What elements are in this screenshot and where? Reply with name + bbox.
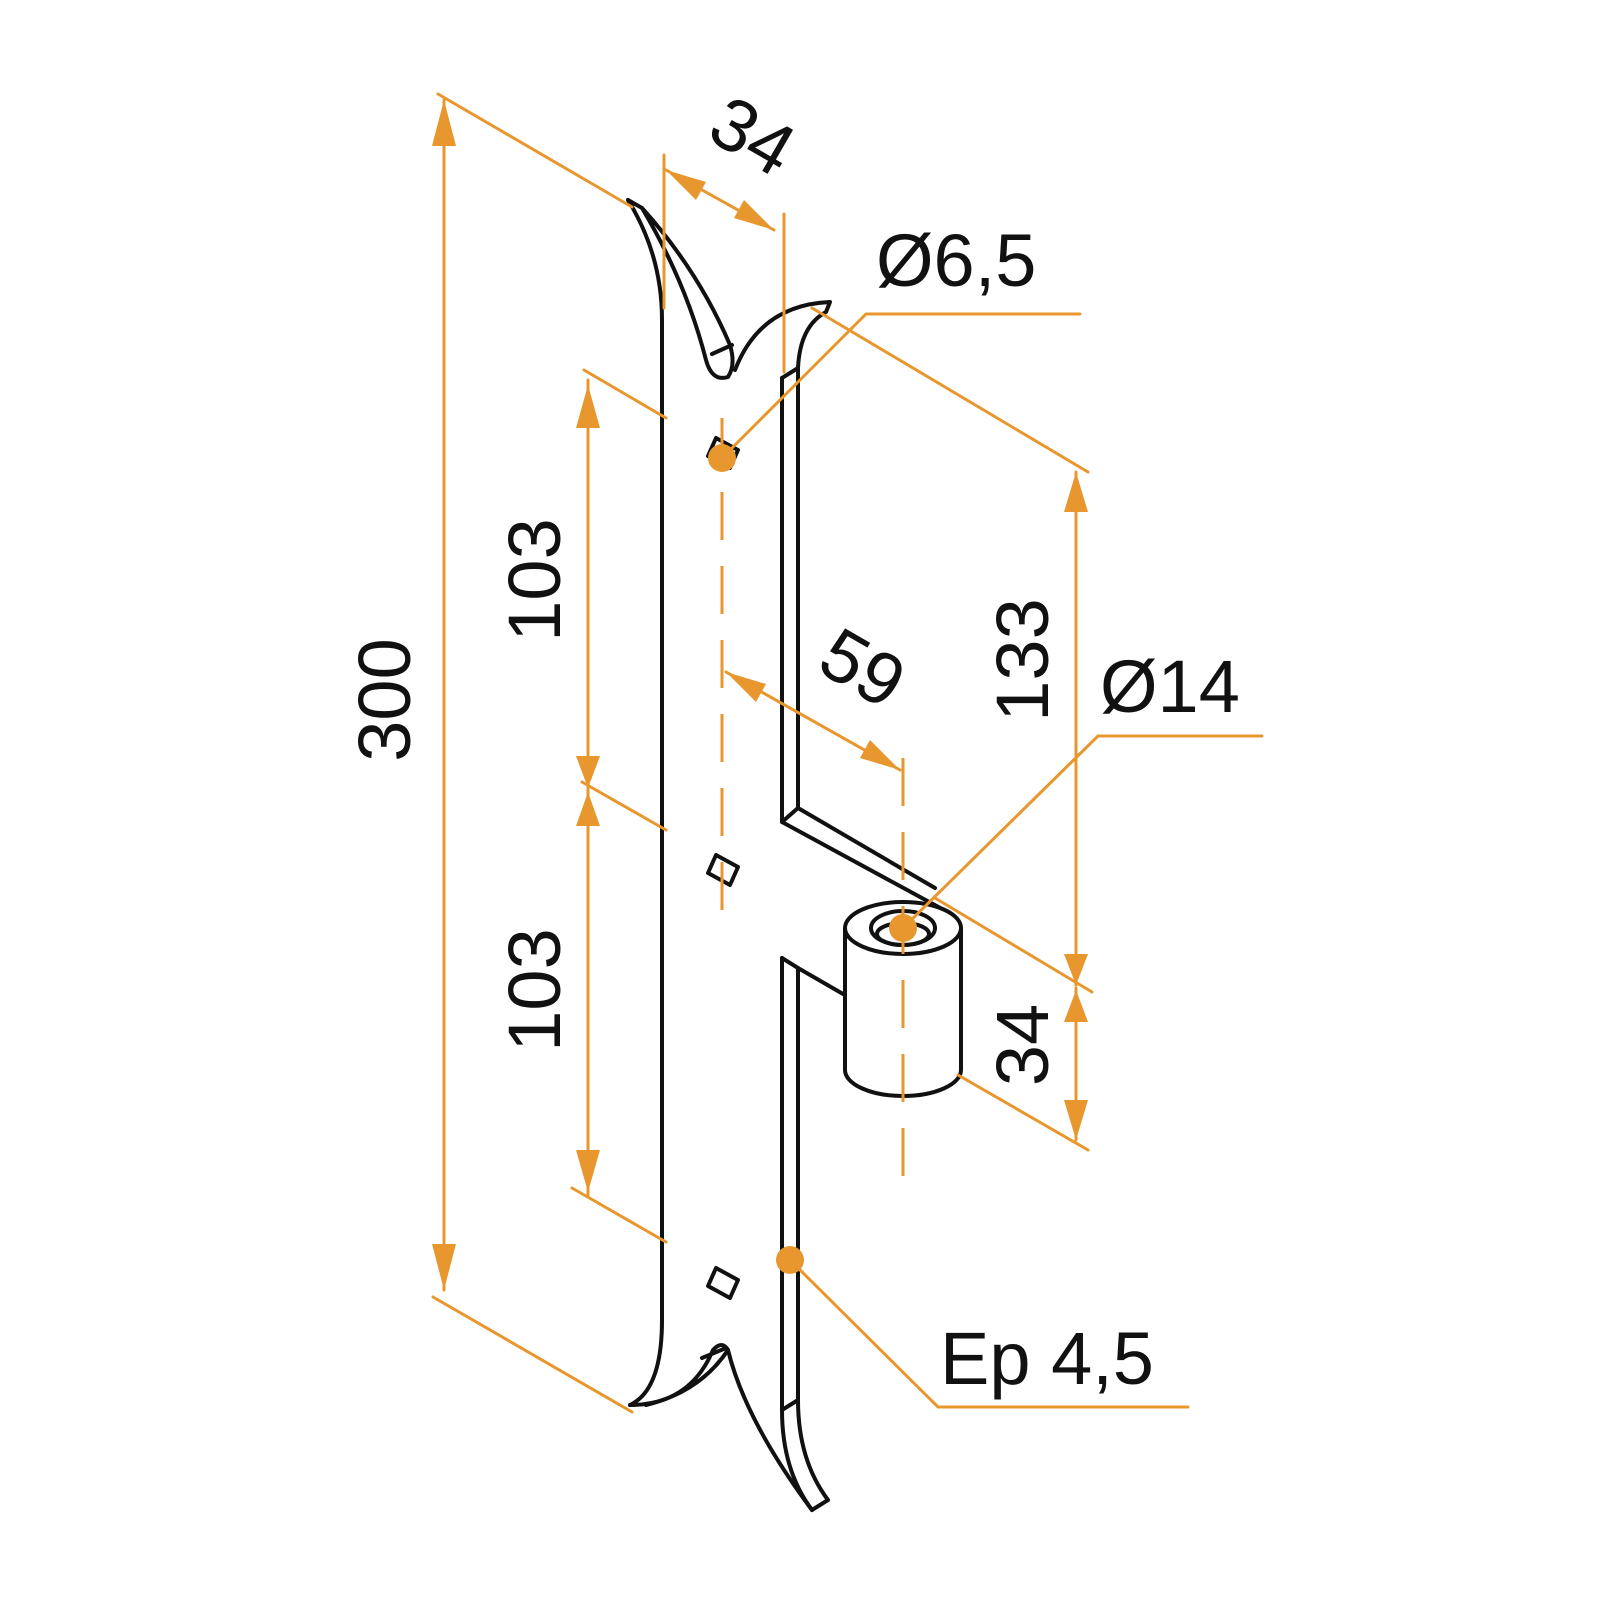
label-hinge-height: 133 [981, 598, 1064, 721]
screw-hole-middle [706, 853, 740, 887]
dim-133-arrow-bottom [1064, 954, 1088, 985]
label-hole-spacing-lower: 103 [493, 928, 576, 1051]
dim-300-arrow-bottom [432, 1244, 456, 1290]
label-overall-length: 300 [343, 638, 426, 761]
top-hook-tip [733, 300, 832, 372]
dim-34-top-arrow-left [666, 170, 706, 200]
leader-hole-dot [708, 444, 736, 472]
strap-thickness-upper [780, 366, 937, 890]
dim-103-lower-arrow-top [576, 792, 600, 826]
label-hole-diameter: Ø6,5 [876, 219, 1036, 302]
leader-hole-diameter [720, 312, 1082, 460]
strap-left-edge [626, 198, 664, 1407]
label-thickness: Ep 4,5 [940, 1317, 1154, 1400]
dimension-labels: 300 103 103 34 Ø6,5 59 133 Ø14 34 Ep 4,5 [343, 79, 1240, 1400]
dim-103-ext-mid [580, 780, 668, 832]
dim-103-ext-top [582, 368, 668, 420]
dim-34-right-arrow-bottom [1064, 1100, 1088, 1140]
leader-pin-diameter [901, 734, 1264, 930]
dimension-lines [431, 92, 1264, 1414]
strap-thickness-lower [780, 956, 830, 1512]
dim-133-ext-top [810, 306, 1090, 474]
strap-arm-to-knuckle [796, 966, 852, 1000]
bottom-hook [628, 1343, 730, 1407]
bottom-hook-arc [726, 1348, 814, 1512]
dim-103-lower-arrow-bottom [576, 1150, 600, 1192]
screw-hole-bottom [706, 1266, 740, 1300]
dim-133-ext-mid [933, 896, 1094, 994]
leader-thickness [788, 1258, 1190, 1409]
label-hole-spacing-upper: 103 [493, 518, 576, 641]
label-strap-width-top: 34 [696, 79, 809, 192]
dim-34-ext-bottom [956, 1073, 1090, 1152]
dim-59-arrow-left [726, 672, 766, 702]
dim-103-upper-arrow-bottom [576, 756, 600, 788]
dim-300-arrow-top [432, 100, 456, 146]
dim-34-top-arrow-right [734, 200, 774, 230]
dim-300-ext-top [436, 92, 634, 209]
dim-103-ext-bottom [570, 1186, 668, 1244]
top-hook [626, 198, 735, 380]
leader-thickness-dot [776, 1246, 804, 1274]
dim-34-right-arrow-top [1064, 990, 1088, 1022]
dim-59-arrow-right [860, 740, 900, 770]
hinge-strap-part [626, 198, 963, 1512]
label-hinge-offset: 59 [806, 611, 919, 724]
label-pin-diameter: Ø14 [1100, 645, 1240, 728]
leader-pin-dot [889, 914, 917, 942]
dim-103-upper-arrow-top [576, 385, 600, 428]
label-knuckle-length: 34 [981, 1004, 1064, 1086]
dim-133-arrow-top [1064, 472, 1088, 512]
dim-300-ext-bottom [431, 1295, 634, 1414]
